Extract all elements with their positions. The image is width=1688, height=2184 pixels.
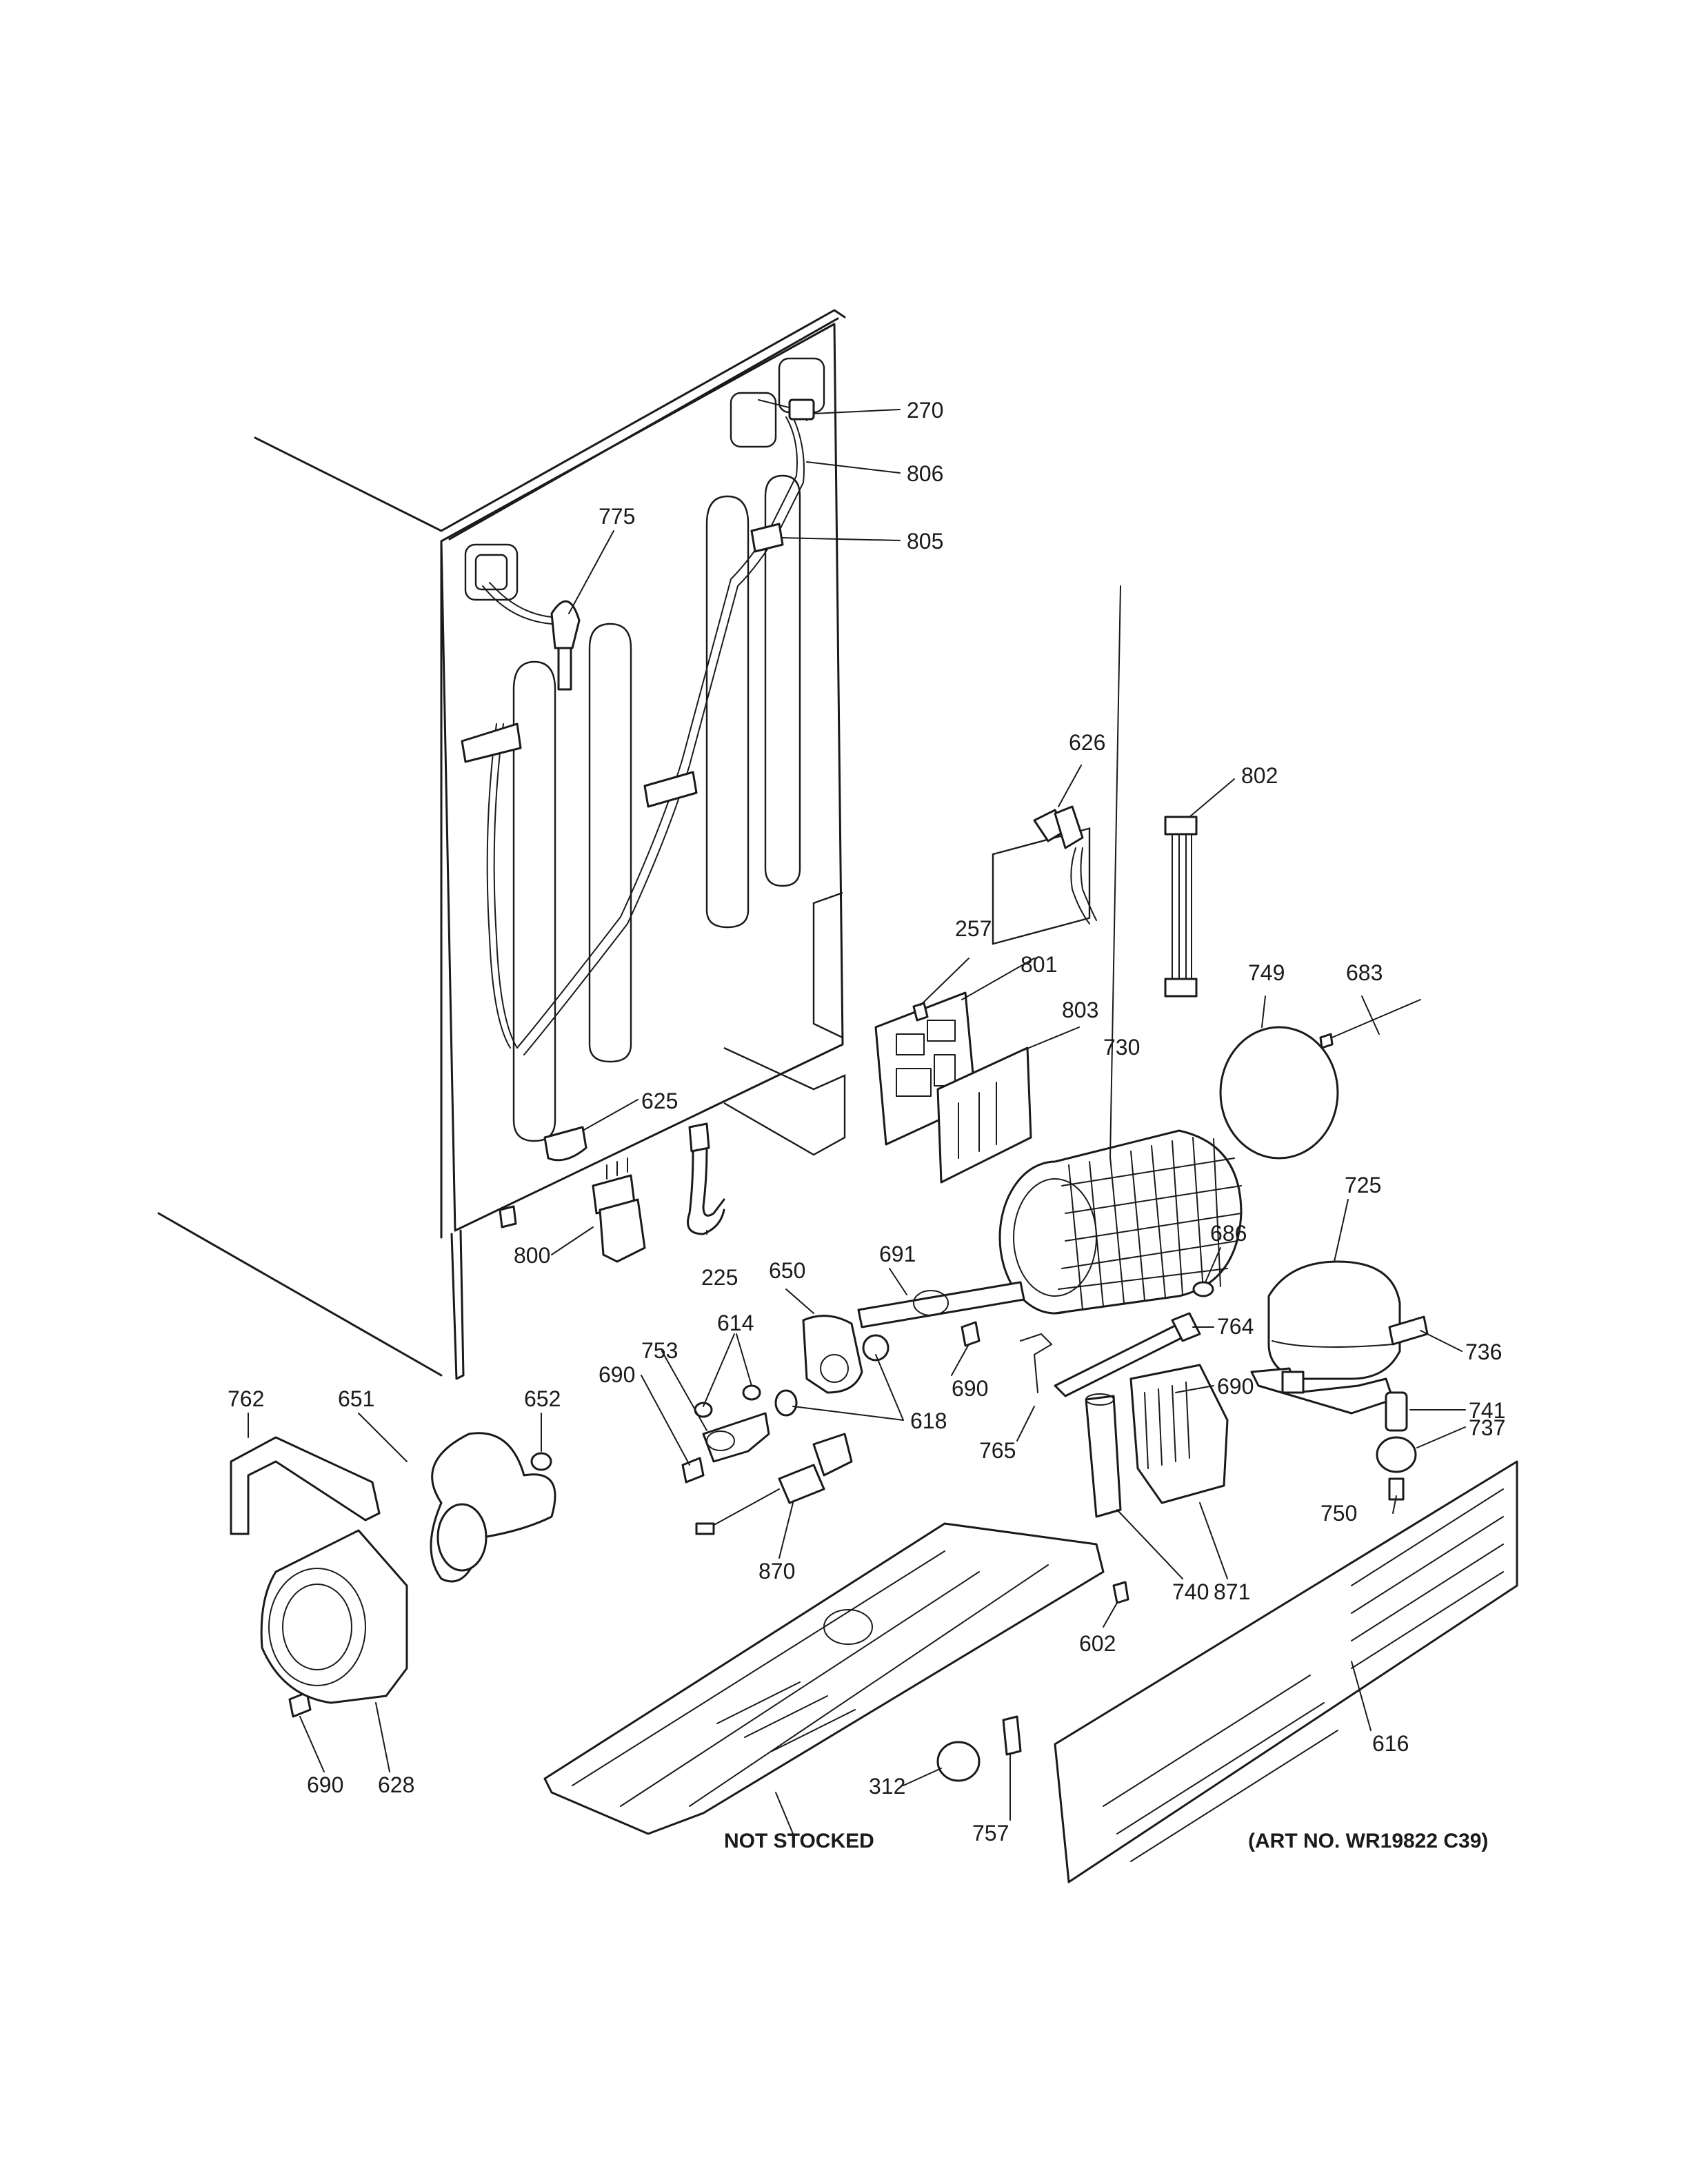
label-800: 800 — [514, 1243, 550, 1268]
grommet-737 — [1376, 1436, 1417, 1473]
label-690-c: 690 — [1217, 1374, 1254, 1399]
screw-602 — [1112, 1581, 1129, 1604]
grommet-686 — [1192, 1281, 1214, 1297]
fan-blade-651 — [430, 1432, 556, 1583]
label-803: 803 — [1062, 998, 1098, 1022]
label-628: 628 — [378, 1772, 414, 1797]
label-683: 683 — [1346, 960, 1383, 985]
cable-tie-683 — [1319, 999, 1421, 1049]
drain-tube-225 — [687, 1122, 725, 1235]
label-764: 764 — [1217, 1314, 1254, 1339]
label-870: 870 — [758, 1559, 795, 1584]
tube-clip-mid — [461, 722, 698, 808]
motor-bracket-753 — [702, 1412, 770, 1463]
screw-690-a — [681, 1457, 705, 1484]
grommet-618-a — [862, 1334, 890, 1362]
label-802: 802 — [1241, 763, 1278, 788]
fitting-741 — [1385, 1391, 1408, 1432]
label-750: 750 — [1320, 1501, 1357, 1526]
screw-690-d — [288, 1691, 312, 1718]
label-775: 775 — [599, 504, 635, 529]
condenser-coil-730 — [998, 1129, 1243, 1315]
roller-312 — [936, 1741, 981, 1782]
fitting-270 — [788, 398, 815, 421]
label-801: 801 — [1021, 952, 1057, 977]
label-650: 650 — [769, 1258, 805, 1283]
tube-clip-775 — [550, 600, 581, 691]
label-753: 753 — [641, 1338, 678, 1363]
label-740: 740 — [1172, 1579, 1209, 1604]
part-labels: 270 806 805 775 626 802 257 801 803 730 … — [228, 398, 1505, 1852]
label-651: 651 — [338, 1386, 374, 1411]
label-690-b: 690 — [952, 1376, 988, 1401]
label-749: 749 — [1248, 960, 1285, 985]
label-725: 725 — [1345, 1173, 1381, 1197]
condenser-loops — [512, 474, 801, 1142]
label-737: 737 — [1469, 1415, 1505, 1440]
base-pan — [543, 1522, 1105, 1835]
fan-cover-749 — [1219, 1026, 1339, 1160]
mounting-pad-left — [464, 543, 519, 601]
leader-lines — [248, 409, 1466, 1834]
dryer-740 — [1085, 1393, 1122, 1518]
label-225: 225 — [701, 1265, 738, 1290]
label-257: 257 — [955, 916, 992, 941]
label-736: 736 — [1465, 1339, 1502, 1364]
label-691: 691 — [879, 1242, 916, 1266]
compressor-725 — [1250, 1260, 1429, 1415]
label-741: 741 — [1469, 1398, 1505, 1423]
screw-757 — [1002, 1715, 1022, 1756]
label-730: 730 — [1103, 1035, 1140, 1060]
grommet-618-b — [774, 1389, 798, 1417]
label-806: 806 — [907, 461, 943, 486]
label-618: 618 — [910, 1408, 947, 1433]
label-270: 270 — [907, 398, 943, 423]
fan-motor-650 — [802, 1315, 863, 1394]
drain-clip-625 — [543, 1126, 587, 1162]
label-690-a: 690 — [599, 1362, 635, 1387]
label-871: 871 — [1214, 1579, 1250, 1604]
nut-652 — [530, 1452, 552, 1471]
label-312: 312 — [869, 1774, 905, 1799]
mount-bracket-691 — [857, 1281, 1025, 1328]
label-602: 602 — [1079, 1631, 1116, 1656]
label-616: 616 — [1372, 1731, 1409, 1756]
label-652: 652 — [524, 1386, 561, 1411]
relay-bracket-800 — [499, 1157, 646, 1263]
screw-690-b — [961, 1321, 981, 1347]
label-765: 765 — [979, 1438, 1016, 1463]
board-cover-803 — [936, 1046, 1032, 1184]
label-762: 762 — [228, 1386, 264, 1411]
art-number: (ART NO. WR19822 C39) — [1248, 1830, 1488, 1852]
label-614: 614 — [717, 1311, 754, 1335]
label-690-d: 690 — [307, 1772, 343, 1797]
grille-616 — [1054, 1460, 1518, 1883]
label-805: 805 — [907, 529, 943, 554]
grommet-614-b — [742, 1384, 761, 1401]
hose-762 — [230, 1436, 381, 1535]
bracket-764-765 — [1020, 1312, 1201, 1397]
label-757: 757 — [972, 1821, 1009, 1846]
inverter-871 — [1129, 1364, 1229, 1504]
valve-sensor-870 — [695, 1433, 853, 1535]
label-686: 686 — [1210, 1221, 1247, 1246]
tube-clip-805 — [750, 523, 784, 553]
not-stocked-label: NOT STOCKED — [724, 1830, 874, 1852]
label-625: 625 — [641, 1089, 678, 1113]
wire-harness-802 — [1164, 816, 1198, 998]
label-626: 626 — [1069, 730, 1105, 755]
fan-shroud-628 — [260, 1529, 408, 1704]
cabinet-back-panel — [157, 309, 1091, 1380]
power-cord-626 — [1033, 805, 1097, 924]
